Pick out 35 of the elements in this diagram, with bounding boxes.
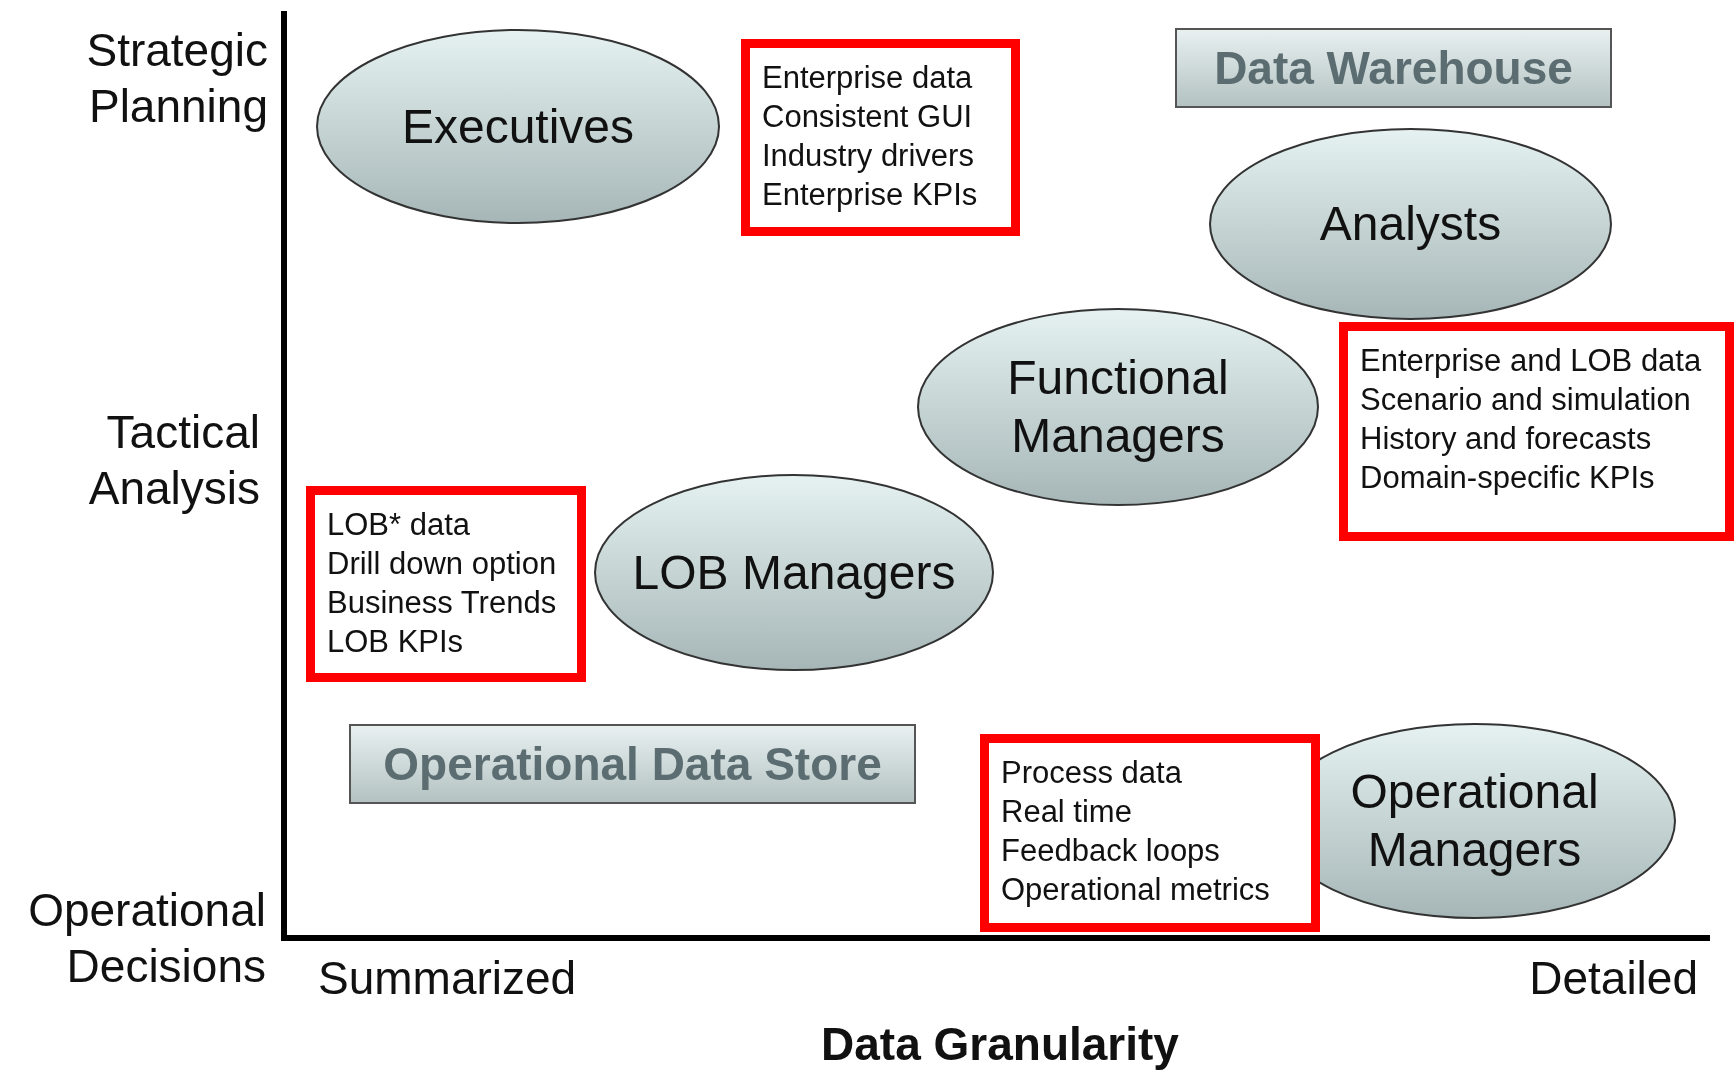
list-item: History and forecasts (1360, 420, 1653, 458)
role-label: Functional Managers (1006, 350, 1230, 464)
data-store-label: Data Warehouse (1214, 41, 1573, 95)
axis-title: Data Granularity (820, 1017, 1180, 1072)
role-label: LOB Managers (631, 544, 957, 601)
list-item: Real time (1001, 793, 1133, 831)
list-item: Drill down option (327, 545, 558, 583)
list-item: Enterprise and LOB data (1360, 342, 1703, 380)
list-item: Process data (1001, 754, 1183, 792)
list-item: Domain-specific KPIs (1360, 459, 1656, 497)
data-store-label: Operational Data Store (383, 737, 882, 791)
list-item: Industry drivers (762, 137, 975, 175)
list-item: LOB KPIs (327, 623, 465, 661)
axis-end-label: Detailed (1528, 951, 1698, 1006)
axis-end-label: Summarized (318, 951, 578, 1006)
data-store-box (349, 724, 916, 804)
list-item: Consistent GUI (762, 98, 974, 136)
axis-level-label: Tactical Analysis (87, 405, 260, 516)
feature-list-box (306, 486, 586, 682)
list-item: Feedback loops (1001, 832, 1221, 870)
axis-level-label: Strategic Planning (85, 23, 268, 134)
role-label: Executives (400, 98, 636, 155)
list-item: Enterprise KPIs (762, 176, 979, 214)
axis-level-label: Operational Decisions (27, 883, 266, 994)
list-item: Business Trends (327, 584, 558, 622)
role-label: Operational Managers (1349, 764, 1600, 878)
feature-list-box (741, 39, 1020, 236)
feature-list-box (1339, 322, 1734, 541)
feature-list-box (980, 734, 1320, 932)
list-item: Enterprise data (762, 59, 974, 97)
list-item: Scenario and simulation (1360, 381, 1692, 419)
list-item: LOB* data (327, 506, 472, 544)
data-store-box (1175, 28, 1612, 108)
list-item: Operational metrics (1001, 871, 1271, 909)
role-label: Analysts (1318, 196, 1503, 253)
